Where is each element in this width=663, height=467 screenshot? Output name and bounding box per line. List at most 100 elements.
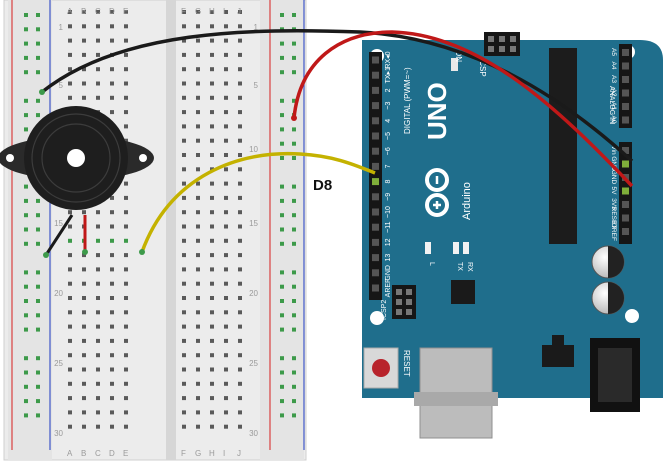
power-pin-socket (622, 187, 629, 195)
breadboard-hole (182, 338, 186, 343)
voltage-regulator-tab (552, 335, 564, 345)
rail-hole (24, 127, 28, 132)
breadboard-hole (96, 310, 100, 315)
breadboard-hole (96, 353, 100, 358)
rail-hole (24, 284, 28, 289)
breadboard-hole (210, 52, 214, 57)
breadboard-hole (196, 195, 200, 200)
breadboard-hole (96, 381, 100, 386)
breadboard-hole (182, 81, 186, 86)
rail-hole (36, 270, 40, 275)
column-label: A (67, 449, 73, 458)
digital-pin-label: GND (385, 265, 392, 281)
breadboard-hole (196, 310, 200, 315)
analog-pin-socket (622, 89, 629, 97)
digital-pin-socket (372, 193, 379, 201)
breadboard-hole (110, 424, 114, 429)
breadboard-hole (238, 195, 242, 200)
breadboard-hole (224, 338, 228, 343)
rail-hole (24, 384, 28, 389)
power-pin-label: RESET (610, 207, 617, 229)
d8-wire (140, 151, 376, 253)
breadboard-hole (68, 424, 72, 429)
reset-label: RESET (402, 350, 411, 377)
breadboard-hole (96, 338, 100, 343)
buzzer-lead-black (44, 214, 74, 256)
breadboard-hole (224, 167, 228, 172)
breadboard-hole (238, 167, 242, 172)
icsp2-pin (406, 299, 412, 305)
breadboard-hole (210, 324, 214, 329)
icsp2-pin (396, 309, 402, 315)
analog-header-title: ANALOG IN (608, 86, 615, 124)
on-label: ON (454, 50, 463, 62)
d8-wire-label: D8 (313, 177, 332, 194)
breadboard-hole (196, 253, 200, 258)
rail-hole (36, 13, 40, 17)
breadboard-hole (196, 381, 200, 386)
breadboard-hole (68, 381, 72, 386)
digital-pin-label: ~10 (385, 206, 392, 218)
breadboard-hole (238, 24, 242, 29)
breadboard-hole (238, 81, 242, 86)
breadboard-hole (124, 195, 128, 200)
breadboard-hole (224, 267, 228, 272)
breadboard-hole (224, 67, 228, 72)
breadboard-hole (124, 281, 128, 286)
breadboard-hole (224, 52, 228, 57)
breadboard-hole (210, 353, 214, 358)
breadboard-hole (124, 424, 128, 429)
breadboard-hole (182, 353, 186, 358)
rail-hole (292, 227, 296, 232)
rail-hole (292, 198, 296, 203)
breadboard-hole (210, 181, 214, 186)
buzzer-sound-hole (67, 149, 85, 167)
row-number: 5 (254, 81, 259, 90)
breadboard-hole (96, 24, 100, 29)
digital-pin-label: TX▸1 (385, 67, 392, 83)
breadboard-hole (110, 367, 114, 372)
breadboard-hole (124, 396, 128, 401)
digital-pin-socket (372, 269, 379, 277)
breadboard-body (3, 0, 307, 461)
breadboard-hole (196, 81, 200, 86)
rail-hole (24, 213, 28, 218)
gnd-wire (40, 29, 634, 163)
breadboard-hole (82, 81, 86, 86)
d8-wire-end (139, 249, 145, 255)
rail-hole (292, 270, 296, 275)
row-number: 1 (254, 23, 259, 32)
rail-hole (280, 113, 284, 118)
rail-hole (280, 270, 284, 275)
rail-hole (36, 227, 40, 232)
breadboard-hole (124, 381, 128, 386)
breadboard-hole (238, 124, 242, 129)
digital-pin-label: 4 (385, 119, 392, 123)
breadboard-hole (110, 110, 114, 115)
breadboard-hole (196, 296, 200, 300)
power-pin-socket (622, 160, 629, 168)
column-label: A (67, 7, 73, 16)
power-jack-opening (598, 348, 632, 402)
breadboard-hole (124, 10, 128, 14)
breadboard-hole (196, 167, 200, 172)
rx-led (463, 242, 469, 254)
breadboard-hole (210, 153, 214, 157)
column-label: G (195, 7, 201, 16)
digital-pin-socket (372, 147, 379, 155)
rail-hole (280, 299, 284, 303)
rail-hole (24, 184, 28, 189)
breadboard-hole (224, 153, 228, 157)
breadboard-hole (68, 52, 72, 57)
breadboard-hole (110, 67, 114, 72)
rail-hole (24, 299, 28, 303)
power-pin-label: IOREF (610, 221, 617, 241)
breadboard-hole (210, 110, 214, 115)
breadboard-hole (238, 338, 242, 343)
rail-hole (292, 299, 296, 303)
breadboard-hole (182, 110, 186, 115)
breadboard-hole (82, 24, 86, 29)
breadboard-hole (182, 381, 186, 386)
